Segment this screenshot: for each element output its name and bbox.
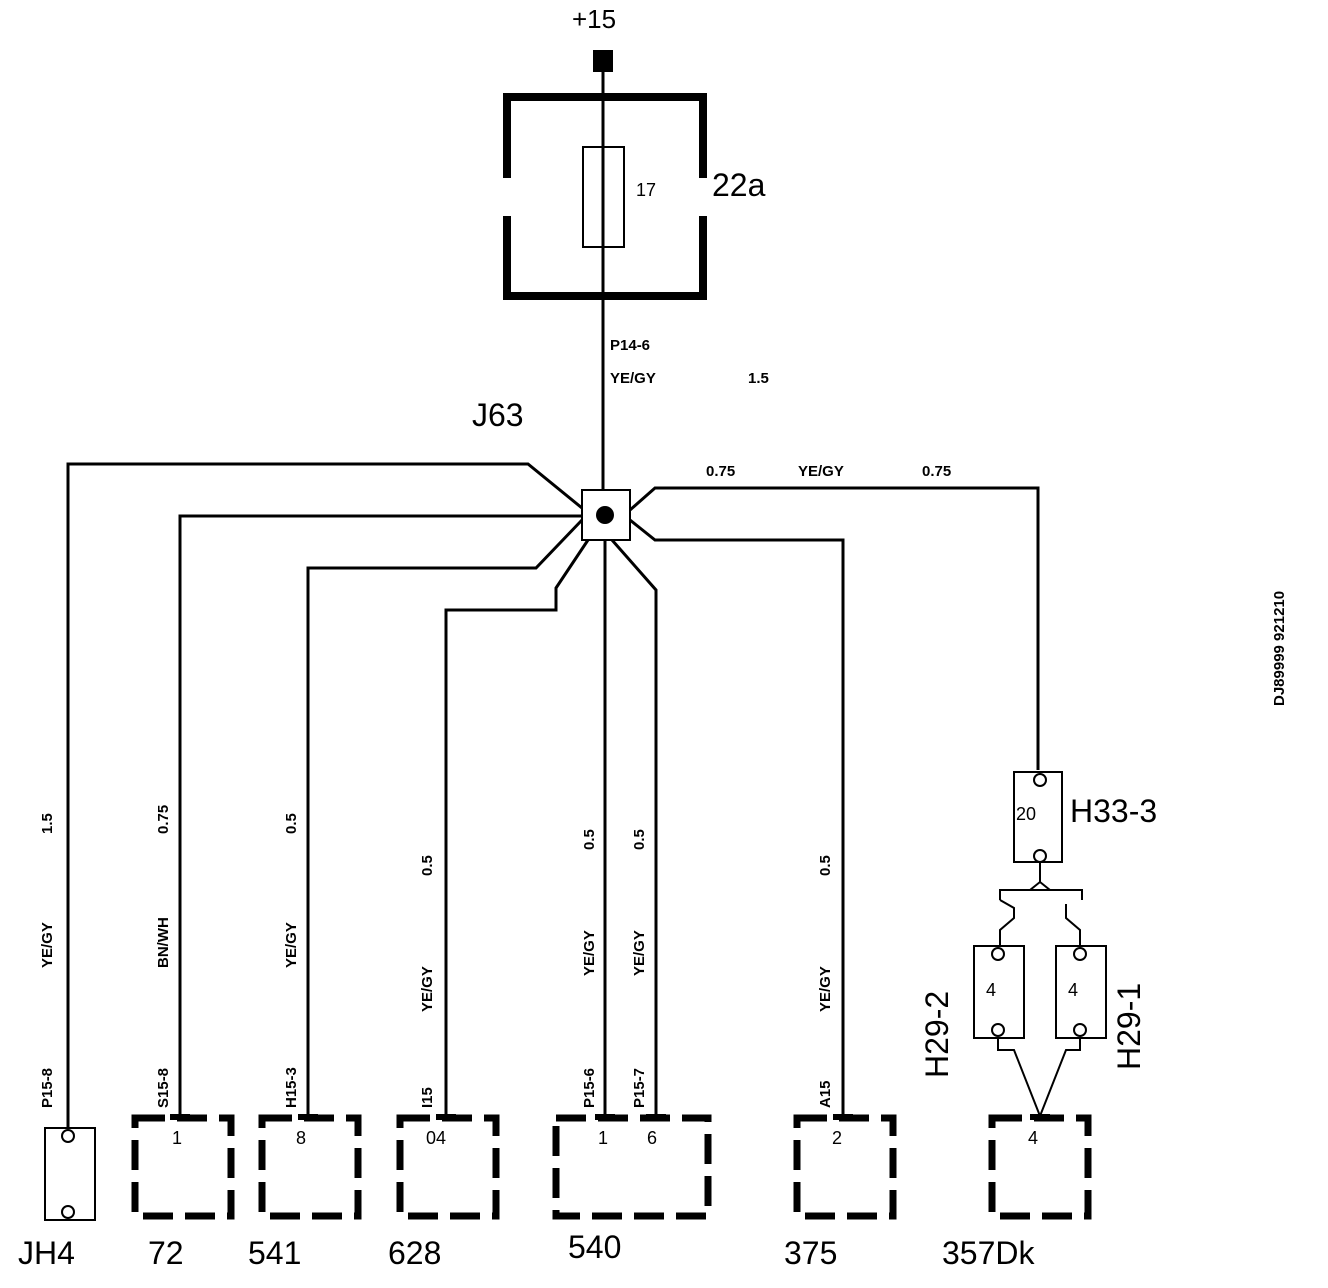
- wire-to-375: [629, 518, 845, 1118]
- h29-1-pin-bottom: [1073, 1023, 1087, 1037]
- wire-labels-540-pin1: 0.5 YE/GY P15-6: [581, 829, 598, 1108]
- h33-to-h29-bracket: [999, 862, 1083, 900]
- jh4-connector: [44, 1127, 96, 1221]
- component-375-label: 375: [784, 1235, 837, 1271]
- wire-to-jh4: [66, 462, 583, 1128]
- component-628-pin: 04: [426, 1128, 446, 1148]
- h29-to-357dk: [997, 1038, 1081, 1119]
- component-375-pin: 2: [832, 1128, 842, 1148]
- component-628-label: 628: [388, 1235, 441, 1271]
- junction-label: J63: [472, 397, 524, 433]
- wire-labels-375: 0.5 YE/GY A15: [817, 855, 834, 1108]
- wire-size: 0.5: [419, 855, 436, 876]
- wire-size: 0.5: [581, 829, 598, 850]
- wire-pin: P15-7: [631, 1068, 648, 1108]
- feed-wire-size: 1.5: [748, 370, 769, 387]
- h33-pin-top: [1033, 773, 1047, 787]
- component-357dk-label: 357Dk: [942, 1235, 1036, 1271]
- wire-color: YE/GY: [581, 930, 598, 976]
- wire-to-h33: [629, 486, 1040, 770]
- component-540-pin6: 6: [647, 1128, 657, 1148]
- component-540-pin6-mark: [646, 1114, 666, 1120]
- component-72-label: 72: [148, 1235, 184, 1271]
- branch-right-color: YE/GY: [798, 463, 844, 480]
- wire-pin: I15: [419, 1087, 436, 1108]
- component-541-pin: 8: [296, 1128, 306, 1148]
- wire-labels-628: 0.5 YE/GY I15: [419, 855, 436, 1108]
- wire-labels-jh4: 1.5 YE/GY P15-8: [39, 813, 56, 1108]
- component-540-pin1: 1: [598, 1128, 608, 1148]
- wire-size: 0.75: [155, 805, 172, 834]
- wire-color: YE/GY: [419, 966, 436, 1012]
- h29-2-pin: 4: [986, 980, 996, 1000]
- wire-pin: P15-8: [39, 1068, 56, 1108]
- jh4-pin-top: [61, 1129, 75, 1143]
- branch-right-size-right: 0.75: [922, 463, 951, 480]
- component-541-box: [258, 1114, 362, 1220]
- h29-2-connector: [973, 945, 1025, 1039]
- wire-size: 0.5: [817, 855, 834, 876]
- component-72-pin-mark: [170, 1114, 190, 1120]
- fuse-box-outline: [503, 93, 707, 300]
- h29-1-lead: [1065, 904, 1081, 945]
- fuse-box-label: 22a: [712, 167, 766, 203]
- component-375-box: [793, 1114, 897, 1220]
- h33-label: H33-3: [1070, 793, 1157, 829]
- feed-wire-color: YE/GY: [610, 370, 656, 387]
- wire-labels-72: 0.75 BN/WH S15-8: [155, 805, 172, 1108]
- branch-right-size-left: 0.75: [706, 463, 735, 480]
- h29-2-lead: [999, 899, 1015, 945]
- wire-size: 0.5: [283, 813, 300, 834]
- component-357dk-pin: 4: [1028, 1128, 1038, 1148]
- wire-pin: P15-6: [581, 1068, 598, 1108]
- wire-size: 1.5: [39, 813, 56, 834]
- h33-pin-bottom: [1033, 849, 1047, 863]
- component-jh4-label: JH4: [18, 1235, 75, 1271]
- wire-to-628: [444, 539, 590, 1118]
- wire-pin: S15-8: [155, 1068, 172, 1108]
- h29-1-connector: [1055, 945, 1107, 1039]
- junction-node: [596, 506, 614, 524]
- component-540-box: [552, 1114, 712, 1220]
- component-357dk-pin-mark: [1030, 1114, 1050, 1120]
- h29-1-pin: 4: [1068, 980, 1078, 1000]
- wire-labels-541: 0.5 YE/GY H15-3: [283, 813, 300, 1108]
- wire-color: YE/GY: [817, 966, 834, 1012]
- feed-wire-pin: P14-6: [610, 337, 650, 354]
- supply-terminal: [593, 50, 613, 72]
- h33-connector: [1013, 771, 1063, 863]
- wire-to-541: [306, 518, 584, 1118]
- component-375-pin-mark: [833, 1114, 853, 1120]
- h33-pin: 20: [1016, 804, 1036, 824]
- wire-to-540-pin6: [610, 539, 658, 1118]
- component-72-box: [131, 1114, 235, 1220]
- wire-color: YE/GY: [39, 922, 56, 968]
- wire-size: 0.5: [631, 829, 648, 850]
- component-357dk-box: [988, 1114, 1092, 1220]
- component-541-label: 541: [248, 1235, 301, 1271]
- component-72-pin: 1: [172, 1128, 182, 1148]
- wire-pin: H15-3: [283, 1067, 300, 1108]
- wire-color: BN/WH: [155, 917, 172, 968]
- h29-2-pin-bottom: [991, 1023, 1005, 1037]
- h29-2-label: H29-2: [919, 991, 955, 1078]
- supply-label: +15: [572, 4, 616, 34]
- component-540-label: 540: [568, 1229, 621, 1265]
- component-541-pin-mark: [298, 1114, 318, 1120]
- h29-2-pin-top: [991, 947, 1005, 961]
- h29-1-pin-top: [1073, 947, 1087, 961]
- h29-1-label: H29-1: [1111, 983, 1147, 1070]
- drawing-reference: DJ89999 921210: [1271, 591, 1288, 706]
- component-628-pin-mark: [436, 1114, 456, 1120]
- wire-pin: A15: [817, 1080, 834, 1108]
- wire-labels-540-pin6: 0.5 YE/GY P15-7: [631, 829, 648, 1108]
- component-540-pin1-mark: [595, 1114, 615, 1120]
- wire-color: YE/GY: [631, 930, 648, 976]
- jh4-pin-bottom: [61, 1205, 75, 1219]
- component-628-box: [396, 1114, 500, 1220]
- wire-to-72: [178, 514, 582, 1118]
- wire-color: YE/GY: [283, 922, 300, 968]
- fuse-number: 17: [636, 180, 656, 200]
